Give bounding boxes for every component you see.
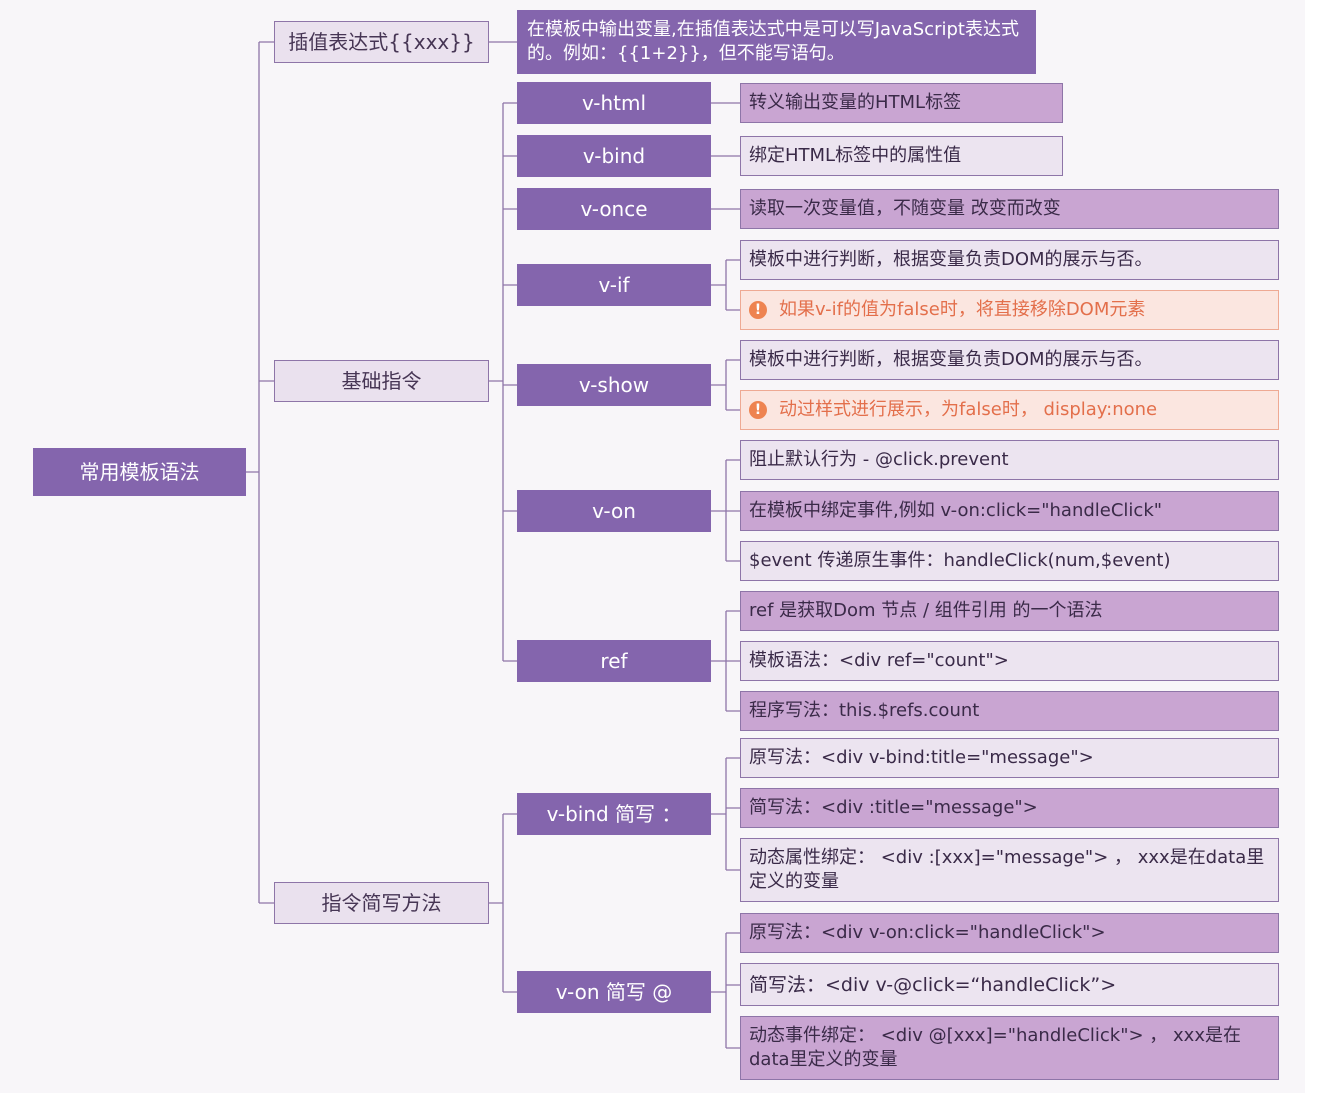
note-ref-template: 模板语法：<div ref="count"> <box>740 641 1279 681</box>
warning-v-if: ! 如果v-if的值为false时，将直接移除DOM元素 <box>740 290 1279 330</box>
note-v-bind-short: 简写法：<div :title="message"> <box>740 788 1279 828</box>
note-v-on-bind: 在模板中绑定事件,例如 v-on:click="handleClick" <box>740 491 1279 531</box>
note-v-show-judge: 模板中进行判断，根据变量负责DOM的展示与否。 <box>740 340 1279 380</box>
note-ref-desc: ref 是获取Dom 节点 / 组件引用 的一个语法 <box>740 591 1279 631</box>
note-v-bind-original: 原写法：<div v-bind:title="message"> <box>740 738 1279 778</box>
note-v-on-dynamic: 动态事件绑定： <div @[xxx]="handleClick"> ， xxx… <box>740 1016 1279 1080</box>
node-interpolation: 插值表达式{{xxx}} <box>274 21 489 63</box>
node-v-on-shorthand: v-on 简写 @ <box>517 971 711 1013</box>
exclamation-circle-icon: ! <box>749 401 767 419</box>
exclamation-circle-icon: ! <box>749 301 767 319</box>
warning-v-if-text: 如果v-if的值为false时，将直接移除DOM元素 <box>779 299 1146 320</box>
warning-v-show-text: 动过样式进行展示，为false时， display:none <box>779 399 1158 420</box>
node-directive-shorthand: 指令简写方法 <box>274 882 489 924</box>
node-v-html: v-html <box>517 82 711 124</box>
node-v-show: v-show <box>517 364 711 406</box>
note-v-on-original: 原写法：<div v-on:click="handleClick"> <box>740 913 1279 953</box>
connector-lines <box>246 41 740 1049</box>
note-v-if-judge: 模板中进行判断，根据变量负责DOM的展示与否。 <box>740 240 1279 280</box>
node-v-bind-shorthand: v-bind 简写 ： <box>517 793 711 835</box>
node-basic-directives: 基础指令 <box>274 360 489 402</box>
node-v-bind: v-bind <box>517 135 711 177</box>
warning-v-show: ! 动过样式进行展示，为false时， display:none <box>740 390 1279 430</box>
node-ref: ref <box>517 640 711 682</box>
note-v-bind: 绑定HTML标签中的属性值 <box>740 136 1063 176</box>
mindmap-canvas: 常用模板语法 插值表达式{{xxx}} 基础指令 指令简写方法 在模板中输出变量… <box>33 10 1279 1080</box>
note-ref-program: 程序写法：this.$refs.count <box>740 691 1279 731</box>
node-v-once: v-once <box>517 188 711 230</box>
node-v-if: v-if <box>517 264 711 306</box>
node-v-on: v-on <box>517 490 711 532</box>
note-v-on-short: 简写法：<div v-@click=“handleClick”> <box>740 963 1279 1006</box>
interpolation-note: 在模板中输出变量,在插值表达式中是可以写JavaScript表达式的。例如：{{… <box>517 10 1036 74</box>
note-v-bind-dynamic: 动态属性绑定： <div :[xxx]="message"> ， xxx是在da… <box>740 838 1279 902</box>
note-v-html: 转义输出变量的HTML标签 <box>740 83 1063 123</box>
note-v-on-event: $event 传递原生事件：handleClick(num,$event) <box>740 541 1279 581</box>
root-node: 常用模板语法 <box>33 448 246 496</box>
note-v-on-prevent: 阻止默认行为 - @click.prevent <box>740 440 1279 480</box>
note-v-once: 读取一次变量值，不随变量 改变而改变 <box>740 189 1279 229</box>
